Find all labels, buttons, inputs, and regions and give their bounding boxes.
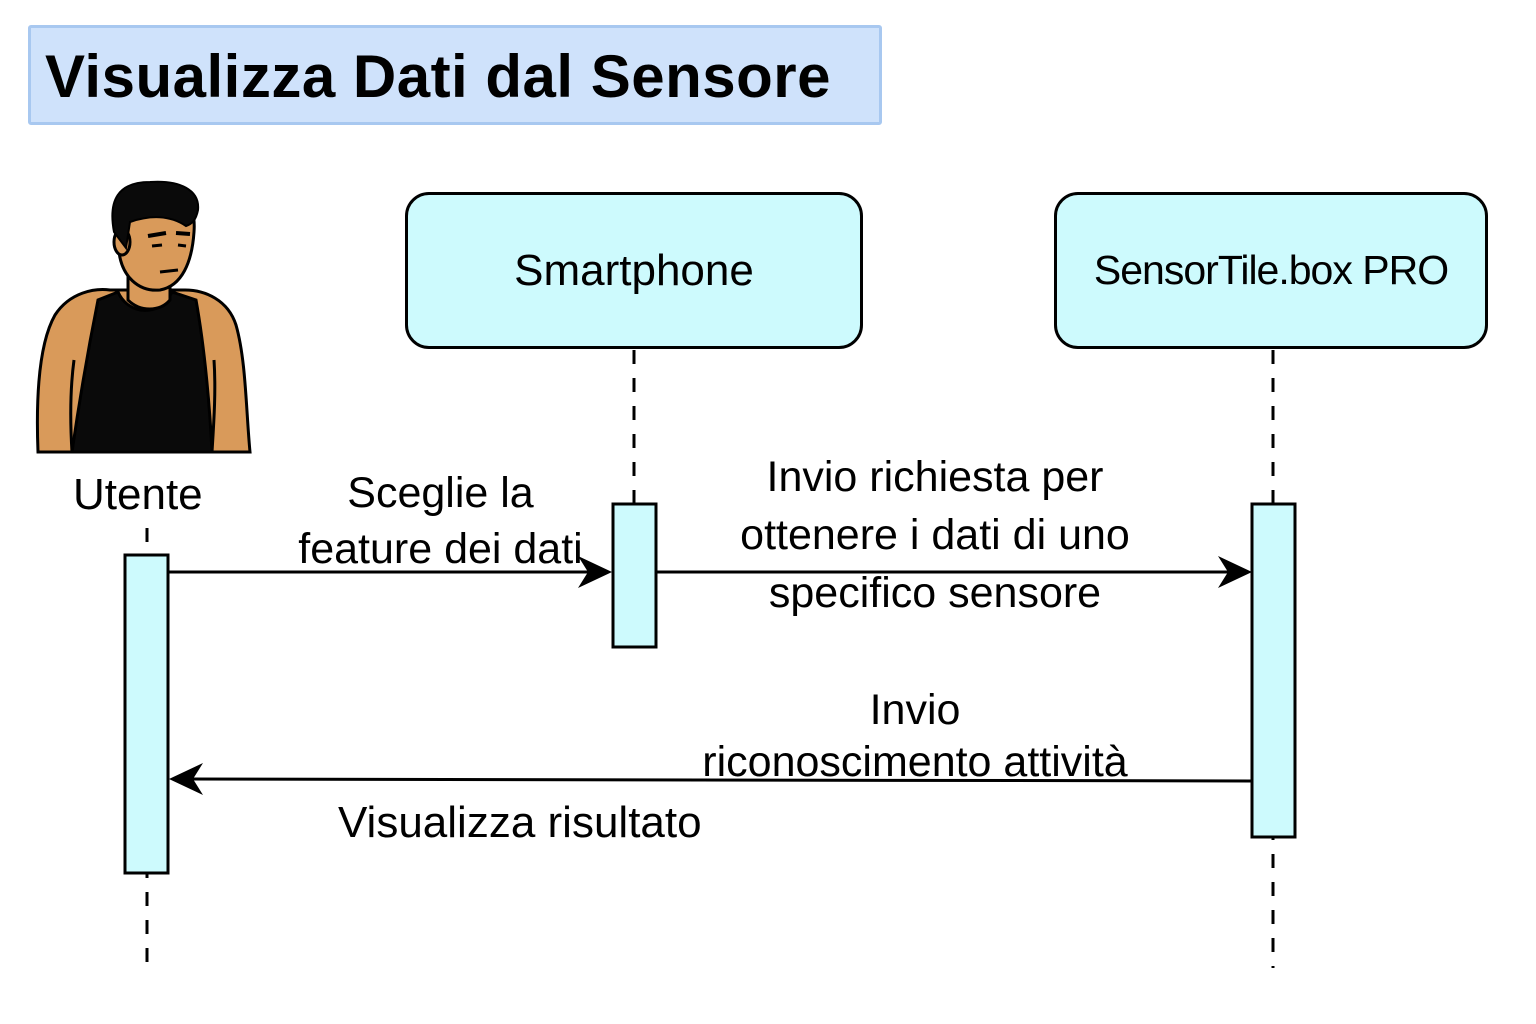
actor-label: Utente [73, 470, 203, 519]
participant-sensortile-label: SensorTile.box PRO [1093, 247, 1449, 293]
arrowhead-2 [1218, 556, 1252, 588]
arrowhead-3 [169, 763, 203, 795]
message-2-line-2: ottenere i dati di uno [740, 511, 1130, 559]
message-3-line-1: Invio [869, 686, 961, 734]
activation-bar-sensortile [1250, 502, 1297, 839]
message-arrow-3 [189, 777, 1253, 783]
participant-smartphone-label: Smartphone [514, 245, 754, 295]
message-1-line-2: feature dei dati [298, 525, 583, 573]
diagram-title: Visualizza Dati dal Sensore [45, 43, 832, 110]
participant-smartphone: Smartphone [405, 192, 863, 349]
message-label-2: Invio richiesta per ottenere i dati di u… [700, 448, 1170, 622]
message-label-3: Invio riconoscimento attività [660, 684, 1170, 788]
participant-sensortile: SensorTile.box PRO [1054, 192, 1488, 349]
message-label-1: Sceglie la feature dei dati [268, 465, 613, 577]
message-3-line-2: riconoscimento attività [702, 738, 1128, 786]
message-2-line-3: specifico sensore [768, 569, 1102, 617]
diagram-title-box: Visualizza Dati dal Sensore [28, 25, 882, 125]
activation-bar-smartphone [611, 502, 658, 649]
message-1-line-1: Sceglie la [347, 469, 534, 517]
message-2-line-1: Invio richiesta per [766, 453, 1104, 501]
activation-bar-utente [123, 553, 170, 875]
arrowhead-1 [578, 556, 612, 588]
person-icon [35, 180, 252, 454]
result-label: Visualizza risultato [338, 798, 702, 847]
